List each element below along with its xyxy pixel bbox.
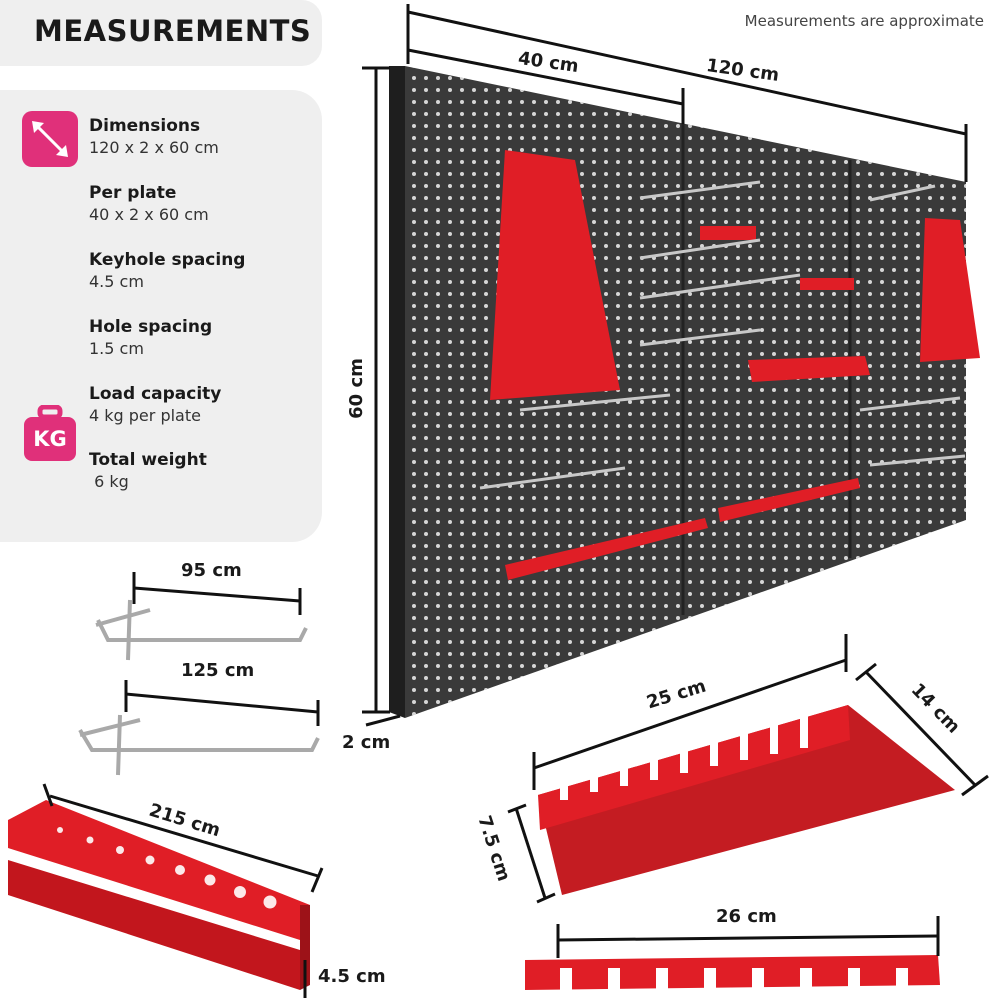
pegboard	[389, 66, 966, 718]
spec-dimensions: Dimensions 120 x 2 x 60 cm	[89, 115, 219, 159]
wrench-holder-small	[920, 218, 980, 362]
dim-bit-holder-height: 4.5 cm	[318, 966, 386, 987]
kg-weight-text: KG	[33, 427, 67, 451]
spec-label: Per plate	[89, 183, 177, 203]
dim-wrench-rail-length: 26 cm	[716, 906, 777, 927]
title-box: MEASUREMENTS	[0, 0, 322, 66]
spec-per-plate: Per plate 40 x 2 x 60 cm	[89, 182, 209, 226]
spec-load-capacity: Load capacity 4 kg per plate	[89, 383, 221, 427]
spec-hole-spacing: Hole spacing 1.5 cm	[89, 316, 212, 360]
spec-total-weight: Total weight 6 kg	[89, 449, 207, 493]
small-holder	[800, 278, 854, 290]
tool-shelf	[748, 356, 870, 382]
spec-label: Load capacity	[89, 384, 222, 404]
approximate-note: Measurements are approximate	[744, 12, 984, 30]
spec-value: 120 x 2 x 60 cm	[89, 138, 219, 157]
spec-value: 40 x 2 x 60 cm	[89, 205, 209, 224]
mounted-tools	[479, 150, 980, 580]
kg-weight-icon: KG	[22, 404, 78, 463]
dim-hook-large: 125 cm	[181, 660, 255, 681]
dim-board-height: 60 cm	[345, 358, 367, 419]
spec-label: Dimensions	[89, 116, 201, 136]
spec-label: Hole spacing	[89, 317, 213, 337]
tool-rail-left	[505, 518, 708, 580]
wrench-holder-large	[490, 150, 620, 400]
spec-label: Total weight	[89, 450, 207, 470]
small-holder	[700, 226, 756, 240]
board-dimension-lines	[362, 4, 968, 727]
hook-small	[95, 572, 308, 661]
wrench-rail	[525, 916, 940, 990]
dim-board-depth: 2 cm	[342, 732, 391, 753]
spec-keyhole-spacing: Keyhole spacing 4.5 cm	[89, 249, 245, 293]
spec-value: 1.5 cm	[89, 339, 144, 358]
spec-value: 4.5 cm	[89, 272, 144, 291]
board-hooks	[479, 180, 966, 490]
spec-label: Keyhole spacing	[89, 250, 246, 270]
bit-holder	[8, 783, 324, 998]
wrench-tray	[507, 634, 989, 904]
dim-hook-small: 95 cm	[181, 560, 242, 581]
spec-value: 6 kg	[89, 472, 129, 491]
spec-value: 4 kg per plate	[89, 406, 201, 425]
tool-rail-right	[718, 478, 860, 522]
hook-large	[78, 680, 320, 776]
page-title: MEASUREMENTS	[34, 14, 312, 48]
diagonal-arrow-icon	[22, 111, 78, 167]
